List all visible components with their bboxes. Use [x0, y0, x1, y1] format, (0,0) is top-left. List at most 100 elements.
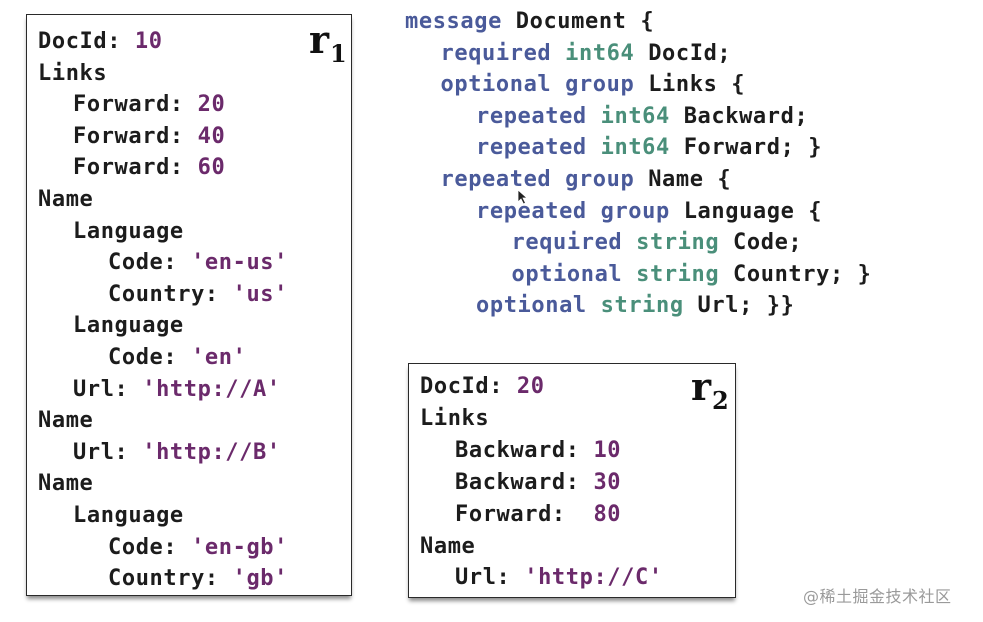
- schema-type: int64: [600, 103, 670, 129]
- record-r1-field-key: Language: [73, 503, 184, 528]
- schema-text: Code;: [719, 230, 803, 256]
- schema-line: optional group Links {: [441, 74, 746, 96]
- schema-text: Language {: [669, 198, 823, 224]
- record-r1-field-value: 'en-gb': [191, 534, 288, 560]
- record-r1-field-line: Name: [38, 410, 93, 432]
- record-r2-tag-letter: r: [691, 364, 712, 409]
- schema-text: [551, 41, 565, 66]
- record-r2-field-value: 20: [516, 374, 545, 399]
- record-r1-field-value: 'http://A': [142, 376, 281, 402]
- record-r1-field-value: 'http://B': [142, 439, 281, 465]
- schema-text: Name {: [634, 167, 732, 192]
- schema-text: Country; }: [719, 261, 872, 287]
- record-r1-field-line: Links: [38, 60, 108, 86]
- record-r2-field-key: DocId:: [420, 374, 517, 399]
- schema-keyword: optional: [511, 261, 623, 287]
- record-r1-field-line: Forward: 40: [73, 123, 226, 149]
- record-r1-field-line: Url: 'http://A': [73, 376, 281, 402]
- record-r1-field-line: Forward: 20: [73, 94, 225, 116]
- record-r1-field-value: 40: [197, 123, 226, 149]
- record-r2-tag-subscript: 2: [712, 386, 729, 415]
- record-r1-field-key: DocId:: [38, 29, 135, 54]
- record-r1-field-line: Code: 'en-us': [108, 252, 288, 274]
- record-r1-field-line: Country: 'us': [108, 281, 288, 307]
- record-r2-field-line: Backward: 30: [455, 469, 622, 495]
- schema-keyword: optional group: [440, 72, 635, 98]
- record-r2-field-value: 'http://C': [524, 565, 663, 591]
- record-r2-field-key: Forward:: [455, 501, 594, 527]
- record-r1-field-line: Language: [73, 315, 184, 337]
- schema-text: [587, 104, 601, 129]
- schema-keyword: optional: [476, 293, 587, 319]
- record-r2-field-value: 30: [593, 469, 622, 495]
- schema-text: Url; }}: [683, 293, 795, 319]
- record-r1-field-key: Code:: [108, 250, 192, 276]
- schema-type: string: [600, 293, 684, 319]
- record-r1-field-line: Name: [38, 189, 93, 211]
- record-r1-field-line: Url: 'http://B': [73, 439, 281, 465]
- record-r2-field-line: Url: 'http://C': [455, 567, 663, 589]
- record-r1-tag-letter: r: [309, 17, 330, 62]
- record-r1-field-value: 'en-us': [191, 250, 288, 276]
- record-r2-field-key: Links: [420, 405, 490, 431]
- schema-keyword: repeated: [476, 103, 587, 129]
- schema-text: Links {: [634, 72, 746, 98]
- record-r1-field-key: Name: [38, 408, 94, 434]
- schema-text: [622, 230, 636, 255]
- schema-keyword: repeated group: [440, 167, 635, 192]
- schema-text: Document {: [501, 9, 655, 34]
- schema-line: repeated int64 Forward; }: [476, 137, 822, 159]
- record-r2-field-line: Name: [420, 533, 476, 559]
- schema-text: Backward;: [669, 103, 809, 129]
- record-r1-field-key: Url:: [73, 439, 143, 465]
- record-r1-field-line: Country: 'gb': [108, 568, 288, 590]
- record-r2-field-line: Backward: 10: [455, 437, 622, 463]
- schema-keyword: repeated: [476, 135, 587, 161]
- schema-type: int64: [600, 135, 670, 161]
- record-r1-tag: r1: [309, 21, 347, 73]
- record-r2-field-line: Links: [420, 405, 490, 431]
- schema-keyword: repeated group: [476, 198, 670, 224]
- schema-line: required int64 DocId;: [441, 40, 732, 66]
- record-r1-field-line: DocId: 10: [38, 31, 163, 53]
- schema-line: message Document {: [405, 11, 654, 33]
- schema-text: DocId;: [634, 40, 732, 66]
- record-r1-field-key: Name: [38, 471, 94, 497]
- schema-type: int64: [565, 40, 635, 66]
- record-r1-field-key: Name: [38, 187, 94, 212]
- record-r1-field-line: Name: [38, 473, 93, 495]
- record-r1-field-key: Links: [38, 60, 108, 86]
- schema-text: [622, 262, 636, 287]
- record-r1-field-key: Language: [73, 313, 184, 339]
- schema-line: optional string Url; }}: [476, 295, 794, 317]
- record-r2-field-key: Url:: [455, 565, 525, 591]
- schema-type: string: [636, 261, 720, 287]
- record-r1-field-value: 20: [197, 92, 226, 118]
- record-r1-field-value: 'en': [191, 345, 247, 370]
- schema-line: repeated int64 Backward;: [476, 103, 809, 129]
- record-r1-field-key: Forward:: [73, 155, 198, 181]
- schema-text: [587, 135, 601, 160]
- schema-type: string: [636, 230, 720, 256]
- record-r1-field-line: Language: [73, 505, 184, 527]
- record-r1-field-key: Forward:: [73, 92, 198, 118]
- schema-keyword: required: [511, 230, 623, 256]
- record-r2-field-key: Name: [420, 533, 476, 559]
- record-r1-tag-subscript: 1: [330, 39, 347, 68]
- record-r1-field-key: Code:: [108, 534, 192, 560]
- record-r1-field-value: 'us': [232, 281, 288, 307]
- record-r1-field-key: Country:: [108, 566, 233, 592]
- record-r1-field-line: Language: [73, 220, 184, 243]
- record-r1-field-line: Code: 'en-gb': [108, 534, 288, 560]
- schema-text: Forward; }: [669, 135, 823, 161]
- schema-line: optional string Country; }: [511, 261, 872, 287]
- record-r1-field-key: Url:: [73, 376, 143, 402]
- schema-line: repeated group Language {: [476, 198, 823, 224]
- record-r2-field-key: Backward:: [455, 469, 594, 495]
- record-r1-field-key: Forward:: [73, 123, 198, 149]
- record-r2-field-value: 10: [593, 437, 622, 463]
- record-r1-field-key: Code:: [108, 345, 192, 370]
- record-r2-tag: r2: [691, 368, 729, 420]
